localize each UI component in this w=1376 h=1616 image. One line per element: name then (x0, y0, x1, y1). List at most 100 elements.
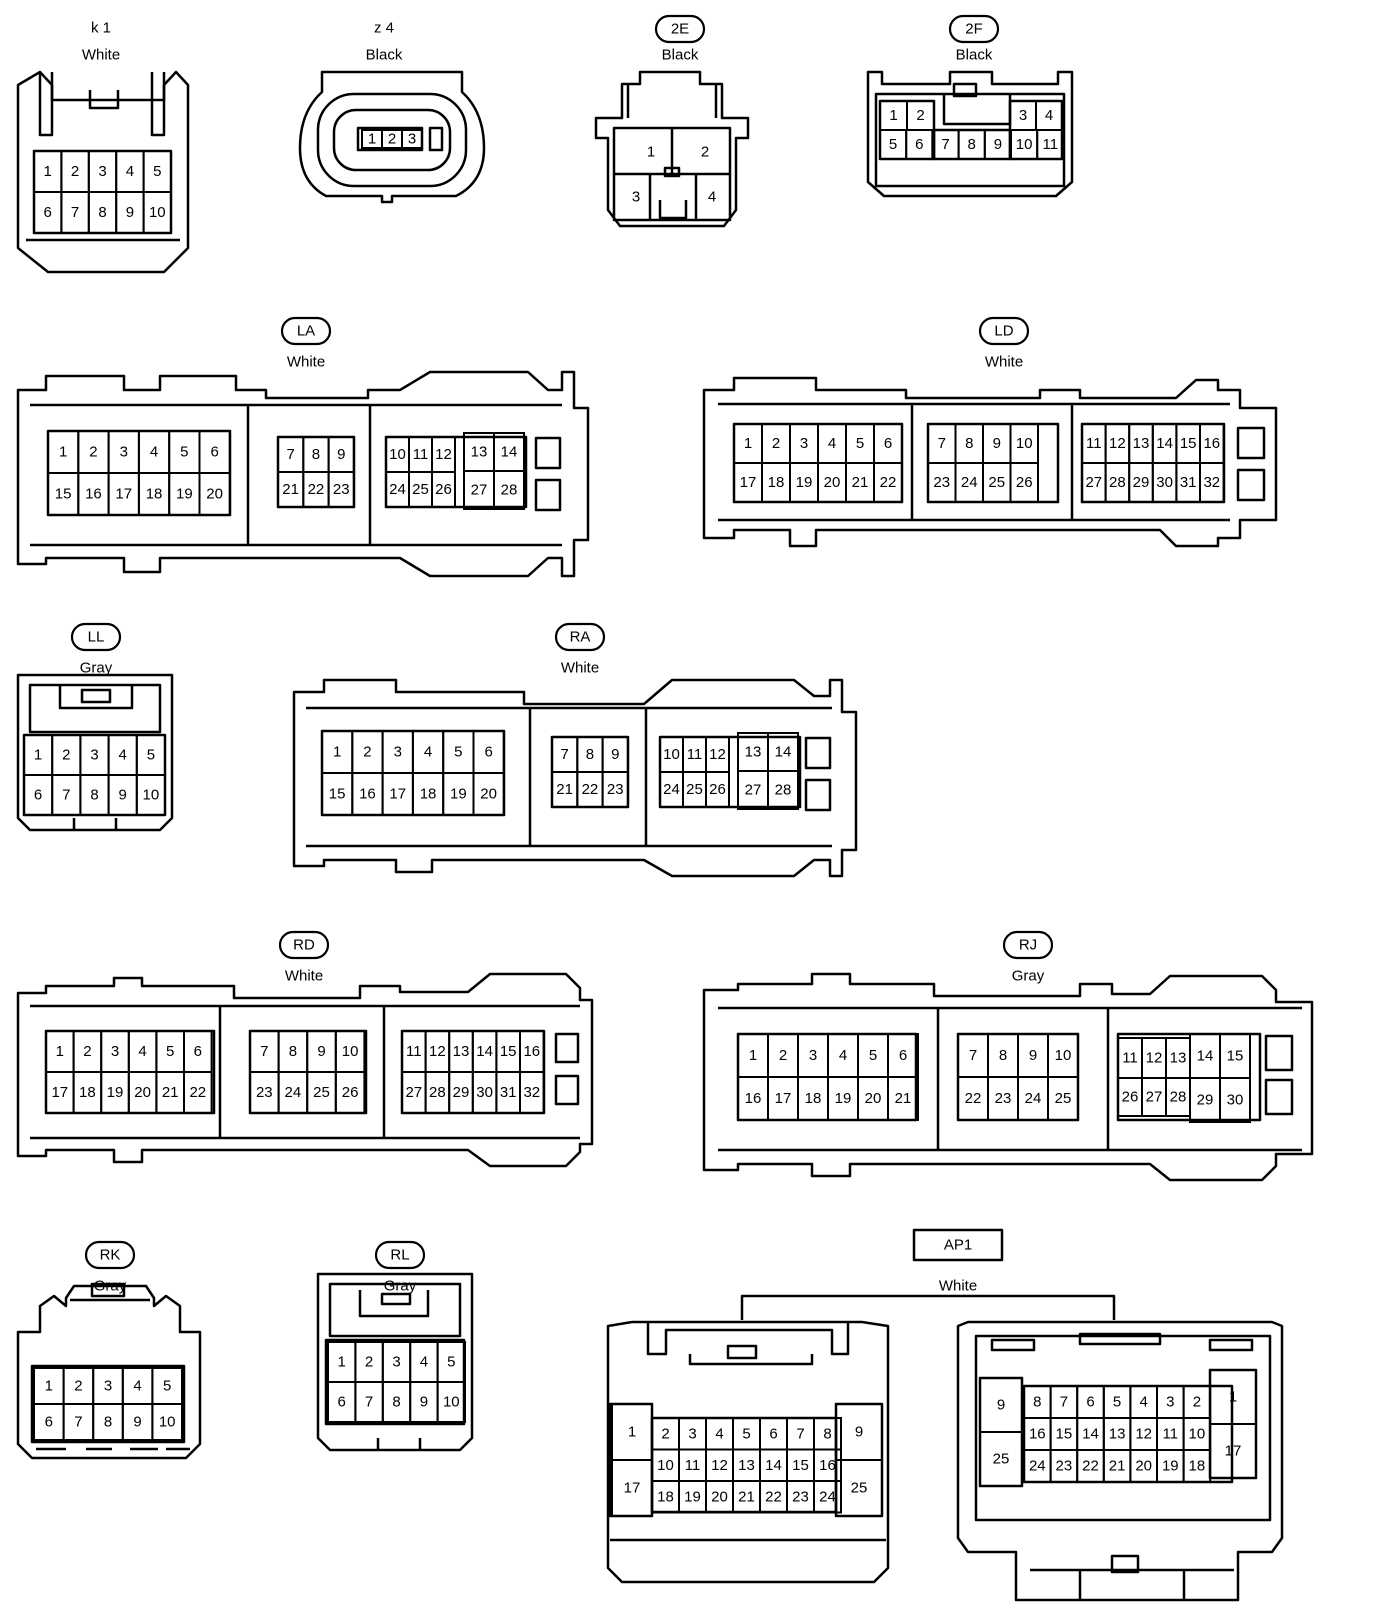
pin-RA-label: 10 (663, 746, 680, 763)
pin-RA-label: 17 (389, 786, 406, 803)
pin-RJ-cell (1219, 1077, 1251, 1123)
pin-AP1-label: 10 (657, 1457, 674, 1474)
pin-RL-label: 1 (338, 1354, 346, 1371)
pin-RD-label: 21 (162, 1084, 179, 1101)
pin-RD-label: 20 (134, 1084, 151, 1101)
pin-AP1-label: 21 (1109, 1458, 1126, 1475)
connector-RA-body (292, 678, 858, 878)
connector-RK-color: Gray (94, 1278, 127, 1295)
pin-RA-cell (767, 770, 799, 810)
pin-AP1-label: 12 (711, 1457, 728, 1474)
pin-LD-label: 7 (938, 435, 946, 452)
pin-RK-label: 1 (45, 1378, 53, 1395)
pin-RD-label: 14 (476, 1043, 493, 1060)
pin-AP1-label: 8 (823, 1425, 831, 1442)
pin-AP1-label: 24 (1029, 1458, 1046, 1475)
pin-RJ-label: 29 (1197, 1092, 1214, 1109)
pin-AP1-label: 22 (765, 1488, 782, 1505)
pin-AP1-label: 2 (1193, 1394, 1201, 1411)
pin-RA-label: 22 (582, 781, 599, 798)
pin-LD-label: 24 (961, 474, 978, 491)
pin-RD-label: 3 (111, 1043, 119, 1060)
pin-LD-label: 30 (1156, 474, 1173, 491)
pin-RL-label: 7 (365, 1394, 373, 1411)
pin-LA-label: 12 (435, 446, 452, 463)
pin-2F-label: 2 (916, 107, 924, 124)
pin-AP1-cell (1209, 1423, 1257, 1479)
pin-LA-label: 13 (471, 444, 488, 461)
pin-AP1-label: 9 (997, 1397, 1005, 1414)
pin-LD-label: 1 (744, 435, 752, 452)
pin-AP1-label: 19 (1162, 1458, 1179, 1475)
pin-AP1-label: 11 (685, 1457, 701, 1474)
pin-LA-label: 3 (120, 444, 128, 461)
pin-2F-label: 10 (1016, 136, 1033, 153)
pin-LD-label: 3 (800, 435, 808, 452)
pin-RJ-label: 4 (839, 1047, 847, 1064)
pin-RJ-label: 16 (745, 1090, 762, 1107)
pin-RA-label: 8 (586, 746, 594, 763)
pin-RD-label: 5 (166, 1043, 174, 1060)
pin-LL-label: 2 (62, 747, 70, 764)
pin-LD-label: 16 (1203, 435, 1220, 452)
pin-LA-label: 20 (206, 486, 223, 503)
pin-RA-label: 28 (775, 782, 792, 799)
pin-LL-label: 8 (90, 787, 98, 804)
pin-LD-label: 32 (1203, 474, 1220, 491)
pin-RA-label: 21 (556, 781, 573, 798)
pin-k1-label: 4 (126, 163, 134, 180)
pin-LL-cell (135, 774, 167, 816)
connector-RD-id: RD (293, 937, 315, 954)
pin-2E-label: 3 (632, 189, 640, 206)
pin-LL-label: 9 (119, 787, 127, 804)
connector-k1-color: White (82, 47, 120, 64)
connector-RL-body (316, 1272, 474, 1452)
pin-LD-label: 18 (768, 474, 785, 491)
pin-RD-label: 31 (500, 1084, 517, 1101)
pin-RA-label: 25 (686, 781, 703, 798)
pin-LD-label: 6 (884, 435, 892, 452)
pin-RJ-label: 2 (779, 1047, 787, 1064)
pin-AP1-cell (979, 1431, 1023, 1487)
pin-LA-cell (327, 471, 355, 508)
pin-RD-label: 12 (429, 1043, 446, 1060)
pin-RA-label: 26 (709, 781, 726, 798)
pin-z4-label: 3 (408, 131, 416, 148)
pin-RD-label: 18 (79, 1084, 96, 1101)
pin-RA-label: 20 (480, 786, 497, 803)
pin-RD-label: 10 (342, 1043, 359, 1060)
pin-AP1-label: 6 (769, 1425, 777, 1442)
pin-RJ-label: 15 (1227, 1048, 1244, 1065)
pin-RD-label: 9 (317, 1043, 325, 1060)
pin-LD-label: 26 (1016, 474, 1033, 491)
pin-k1-label: 9 (126, 204, 134, 221)
connector-RA-color: White (561, 660, 599, 677)
pin-2F-label: 7 (941, 136, 949, 153)
pin-RA-label: 7 (560, 746, 568, 763)
pin-LA-label: 7 (286, 446, 294, 463)
pin-LA-label: 15 (55, 486, 72, 503)
pin-k1-label: 10 (149, 204, 166, 221)
pin-2F-label: 5 (889, 136, 897, 153)
pin-LD-label: 29 (1133, 474, 1150, 491)
pin-LA-label: 19 (176, 486, 193, 503)
pin-AP1-label: 12 (1135, 1426, 1152, 1443)
pin-RJ-label: 14 (1197, 1048, 1214, 1065)
pin-k1-label: 6 (44, 204, 52, 221)
pin-LA-label: 9 (337, 446, 345, 463)
pin-LA-label: 21 (282, 481, 299, 498)
pin-RD-label: 4 (138, 1043, 146, 1060)
connector-AP1-id: AP1 (944, 1237, 972, 1254)
pin-RD-label: 8 (289, 1043, 297, 1060)
pin-LA-label: 11 (413, 446, 429, 463)
pin-RA-label: 16 (359, 786, 376, 803)
pin-RD-label: 26 (342, 1084, 359, 1101)
pin-RA-label: 24 (663, 781, 680, 798)
pin-AP1-label: 20 (711, 1488, 728, 1505)
pin-z4-label: 1 (368, 131, 376, 148)
connector-LL-color: Gray (80, 660, 113, 677)
pin-RA-label: 4 (424, 744, 432, 761)
pin-z4-cell (401, 129, 423, 149)
pin-RA-label: 19 (450, 786, 467, 803)
pin-RJ-cell (1047, 1076, 1079, 1121)
